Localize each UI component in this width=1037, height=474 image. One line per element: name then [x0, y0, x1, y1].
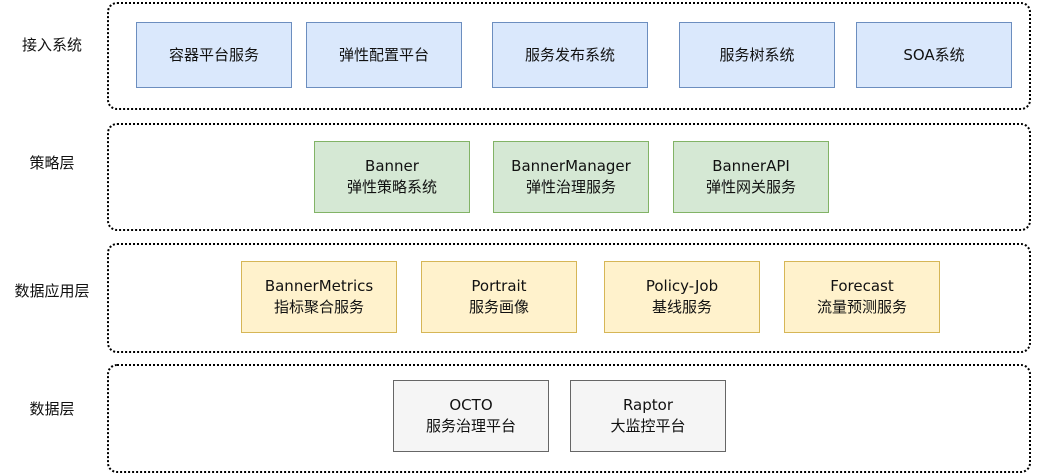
box-line1: BannerManager: [511, 157, 631, 175]
box-line2: 流量预测服务: [816, 298, 907, 316]
box-line2: 基线服务: [651, 298, 712, 316]
box-line1: BannerAPI: [712, 157, 790, 175]
box-service-release: 服务发布系统: [492, 22, 648, 88]
box-line1: OCTO: [449, 396, 493, 414]
box-portrait: Portrait 服务画像: [421, 261, 577, 333]
layer-frame-data-app: [107, 243, 1031, 353]
layer-label-strategy: 策略层: [29, 154, 75, 172]
layer-label-data: 数据层: [29, 400, 75, 418]
box-banner-manager: BannerManager 弹性治理服务: [493, 141, 649, 213]
box-line2: 服务画像: [468, 298, 529, 316]
box-line1: Portrait: [471, 277, 527, 295]
box-soa: SOA系统: [856, 22, 1012, 88]
box-line2: 弹性网关服务: [705, 178, 796, 196]
box-line1: 服务发布系统: [524, 45, 615, 64]
box-line1: SOA系统: [903, 45, 965, 64]
box-forecast: Forecast 流量预测服务: [784, 261, 940, 333]
layer-frame-strategy: [107, 123, 1031, 231]
box-banner: Banner 弹性策略系统: [314, 141, 470, 213]
box-service-tree: 服务树系统: [679, 22, 835, 88]
box-line1: 容器平台服务: [168, 45, 259, 64]
box-line2: 大监控平台: [610, 417, 686, 435]
box-container-platform: 容器平台服务: [136, 22, 292, 88]
box-banner-api: BannerAPI 弹性网关服务: [673, 141, 829, 213]
box-line1: Policy-Job: [645, 277, 719, 295]
layer-frame-data: [107, 364, 1031, 473]
box-line2: 弹性策略系统: [346, 178, 437, 196]
layer-label-data-app: 数据应用层: [14, 282, 90, 300]
box-elastic-config: 弹性配置平台: [306, 22, 462, 88]
layer-label-access: 接入系统: [21, 36, 82, 54]
box-line1: Forecast: [830, 277, 894, 295]
box-line1: Raptor: [622, 396, 674, 414]
box-octo: OCTO 服务治理平台: [393, 380, 549, 452]
box-line1: 服务树系统: [719, 45, 795, 64]
box-line2: 服务治理平台: [425, 417, 516, 435]
box-line2: 弹性治理服务: [525, 178, 616, 196]
box-line1: BannerMetrics: [264, 277, 374, 295]
box-policy-job: Policy-Job 基线服务: [604, 261, 760, 333]
box-raptor: Raptor 大监控平台: [570, 380, 726, 452]
layer-frame-access: [107, 2, 1031, 110]
box-banner-metrics: BannerMetrics 指标聚合服务: [241, 261, 397, 333]
box-line1: Banner: [365, 157, 419, 175]
box-line2: 指标聚合服务: [273, 298, 364, 316]
box-line1: 弹性配置平台: [338, 45, 429, 64]
